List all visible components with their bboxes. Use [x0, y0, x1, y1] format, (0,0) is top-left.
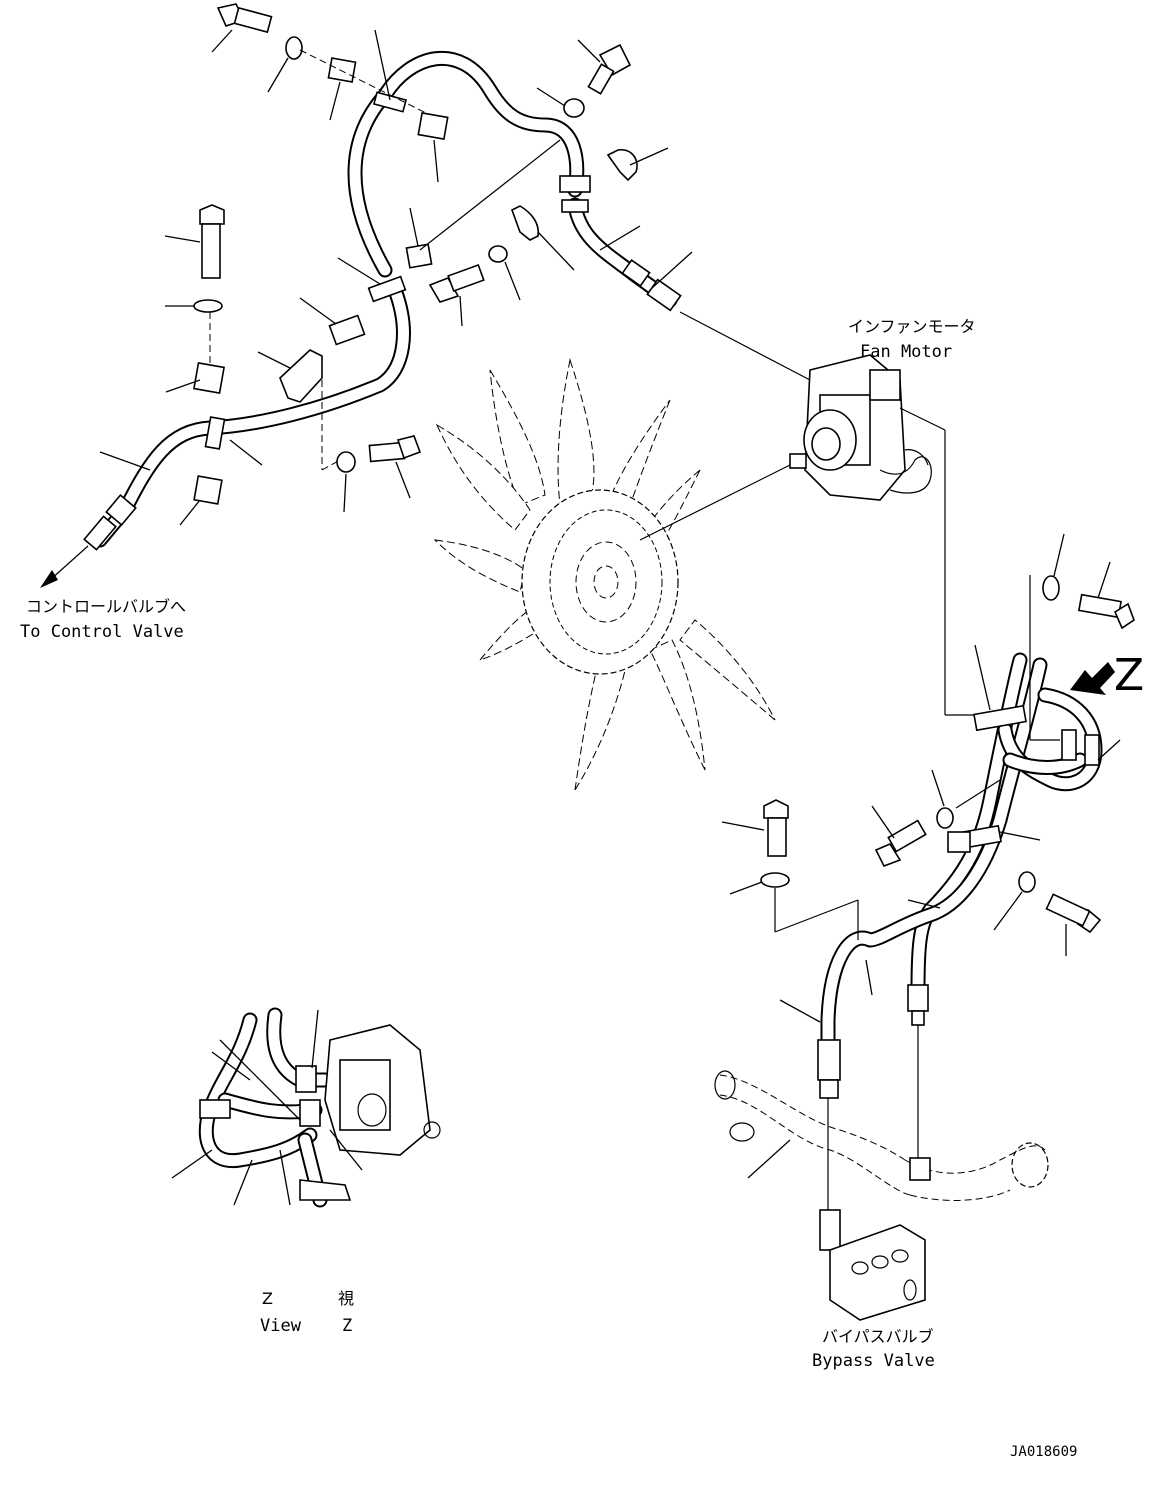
arrow-down-left-icon	[40, 545, 89, 588]
right-hose-assembly	[779, 644, 1121, 1099]
bypass-valve-label-jp: バイパスバルブ	[822, 1327, 934, 1346]
view-z-word-en: View	[260, 1316, 302, 1336]
view-arrow-letter: Z	[1114, 650, 1144, 701]
upper-hose-assembly	[83, 50, 682, 551]
view-z-char-jp: 視	[338, 1289, 354, 1308]
upper-hardware	[99, 3, 693, 526]
view-z-letter-jp: Z	[262, 1289, 273, 1308]
view-z-letter-en: Z	[342, 1316, 352, 1336]
right-hardware	[721, 533, 1135, 956]
fan-motor	[679, 311, 975, 716]
bypass-valve-label-en: Bypass Valve	[812, 1351, 935, 1371]
bypass-valve	[819, 1209, 926, 1321]
fan-motor-label-jp: インファンモータ	[848, 317, 976, 336]
control-valve-label-en: To Control Valve	[20, 622, 184, 642]
fan-motor-label-en: Fan Motor	[860, 342, 952, 362]
view-z-detail	[171, 1007, 441, 1208]
cooling-fan	[433, 358, 801, 791]
drawing-code: JA018609	[1010, 1444, 1077, 1460]
control-valve-label-jp: コントロールバルブへ	[26, 597, 186, 616]
view-direction-arrow-icon	[1070, 662, 1115, 695]
bypass-pipe	[714, 1025, 1049, 1210]
